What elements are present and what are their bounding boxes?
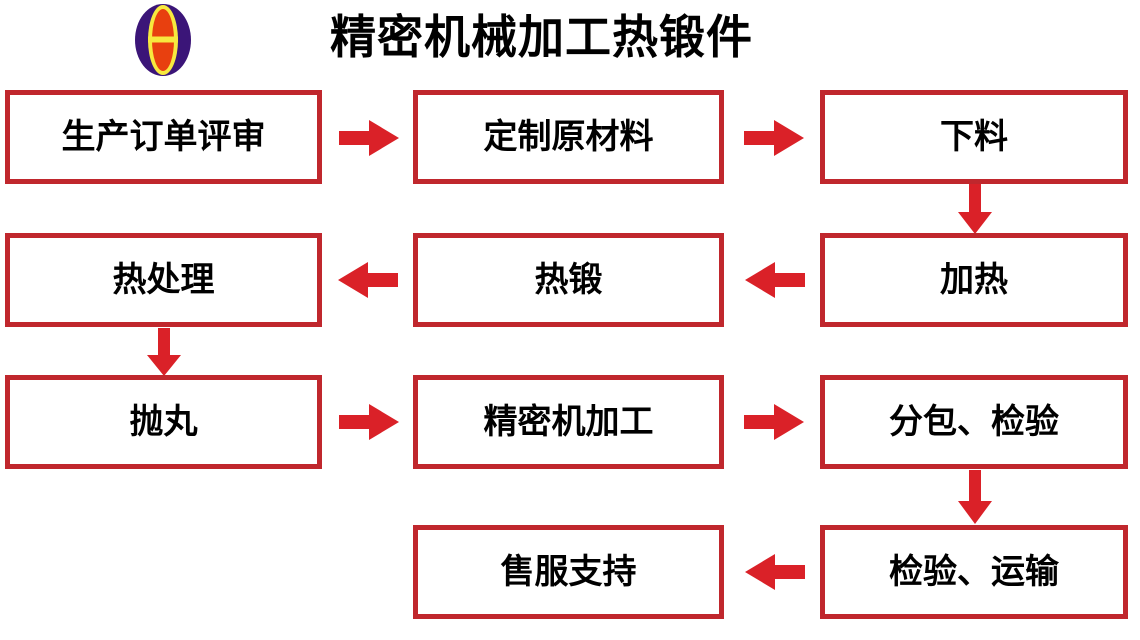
node-label: 售服支持 xyxy=(500,553,637,591)
node-label: 检验、运输 xyxy=(889,553,1059,591)
page-title: 精密机械加工热锻件 xyxy=(330,11,753,63)
process-node-blanking[interactable]: 下料 xyxy=(820,90,1128,184)
process-node-heating[interactable]: 加热 xyxy=(820,233,1128,327)
arrow-right-order-to-material-icon xyxy=(339,120,399,156)
arrow-down-subcontract-to-inspection-transport-icon xyxy=(958,470,992,524)
arrow-left-transport-to-after-sales-icon xyxy=(745,554,805,590)
process-node-subcontract-inspection[interactable]: 分包、检验 xyxy=(820,375,1128,469)
process-node-shot-blasting[interactable]: 抛丸 xyxy=(5,375,322,469)
process-node-precision-machining[interactable]: 精密机加工 xyxy=(413,375,724,469)
arrow-down-heat-treatment-to-shot-blasting-icon xyxy=(147,328,181,376)
node-label: 热处理 xyxy=(112,261,215,299)
node-label: 定制原材料 xyxy=(483,118,654,156)
arrow-right-machining-to-subcontract-icon xyxy=(744,404,804,440)
process-node-heat-treatment[interactable]: 热处理 xyxy=(5,233,322,327)
arrow-right-shot-blasting-to-machining-icon xyxy=(339,404,399,440)
process-node-custom-raw-material[interactable]: 定制原材料 xyxy=(413,90,724,184)
node-label: 加热 xyxy=(940,261,1008,299)
process-node-inspection-transport[interactable]: 检验、运输 xyxy=(820,525,1128,619)
company-logo-icon xyxy=(127,2,199,78)
arrow-right-material-to-blanking-icon xyxy=(744,120,804,156)
arrow-left-forging-to-heat-treatment-icon xyxy=(338,262,398,298)
node-label: 热锻 xyxy=(534,261,603,299)
process-node-after-sales-support[interactable]: 售服支持 xyxy=(413,525,724,619)
node-label: 下料 xyxy=(940,118,1008,156)
process-node-production-order-review[interactable]: 生产订单评审 xyxy=(5,90,322,184)
process-node-hot-forging[interactable]: 热锻 xyxy=(413,233,724,327)
node-label: 精密机加工 xyxy=(483,403,654,441)
arrow-left-heating-to-forging-icon xyxy=(745,262,805,298)
arrow-down-blanking-to-heating-icon xyxy=(958,184,992,234)
node-label: 生产订单评审 xyxy=(61,118,266,156)
node-label: 抛丸 xyxy=(129,403,198,441)
node-label: 分包、检验 xyxy=(889,403,1059,441)
